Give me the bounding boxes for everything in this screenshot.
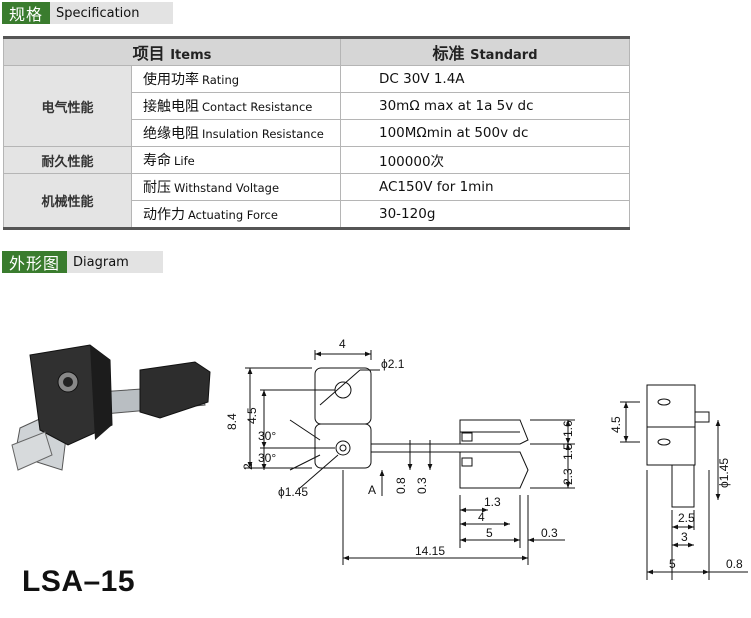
category-mechanical: 机械性能 <box>3 173 132 229</box>
diagram-header-en: Diagram <box>67 251 163 273</box>
dim-front-hole: ϕ2.1 <box>381 357 405 371</box>
value-contact-resistance: 30mΩ max at 1a 5v dc <box>340 92 630 120</box>
dim-end-3: 3 <box>681 530 688 544</box>
front-view-labels: 4 ϕ2.1 8.4 4.5 30° 30° 2 ϕ1.45 A 0.8 0.3 <box>225 337 429 499</box>
side-view-labels: 1.6 1.5 2.3 1.3 4 5 0.3 14.15 <box>415 420 575 558</box>
category-electrical: 电气性能 <box>3 65 132 147</box>
model-number: LSA–15 <box>22 565 136 598</box>
specification-header: 规格 Specification <box>2 2 174 24</box>
dim-front-a: A <box>368 483 376 497</box>
dim-side-16: 1.6 <box>561 420 575 437</box>
items-header-cn: 项目 <box>132 44 165 63</box>
dim-front-width: 4 <box>339 337 346 351</box>
diagram-header-cn: 外形图 <box>2 251 68 273</box>
items-column-header: 项目 Items <box>3 37 341 66</box>
dim-front-t2: 0.3 <box>415 477 429 494</box>
standard-column-header: 标准 Standard <box>340 37 630 66</box>
table-header-row: 项目 Items 标准 Standard <box>3 37 630 66</box>
dim-front-half: 4.5 <box>245 407 259 424</box>
dim-front-t1: 0.8 <box>394 477 408 494</box>
dim-side-23: 2.3 <box>561 468 575 485</box>
value-rating: DC 30V 1.4A <box>340 65 630 93</box>
standard-header-cn: 标准 <box>432 44 465 63</box>
category-durability: 耐久性能 <box>3 146 132 174</box>
dim-side-total: 14.15 <box>415 544 445 558</box>
items-header-en: Items <box>170 48 212 63</box>
diagram-header: 外形图 Diagram <box>2 251 163 273</box>
value-actuating-force: 30-120g <box>340 200 630 229</box>
dim-side-4: 4 <box>478 510 485 524</box>
side-view <box>342 419 575 565</box>
dim-end-25: 2.5 <box>678 511 695 525</box>
end-view <box>620 384 748 580</box>
product-photo <box>11 344 211 471</box>
dim-end-08: 0.8 <box>726 557 743 571</box>
dim-front-height: 8.4 <box>225 413 239 430</box>
front-view <box>245 350 433 496</box>
dim-front-low: 2 <box>241 463 255 470</box>
dim-end-5: 5 <box>669 557 676 571</box>
specification-header-en: Specification <box>50 2 174 24</box>
dim-front-angle2: 30° <box>258 451 276 465</box>
dim-side-13: 1.3 <box>484 495 501 509</box>
dim-front-pin: ϕ1.45 <box>278 485 308 499</box>
dim-side-03: 0.3 <box>541 526 558 540</box>
dim-end-pin: ϕ1.45 <box>717 458 731 488</box>
dim-front-angle1: 30° <box>258 429 276 443</box>
dim-side-5: 5 <box>486 526 493 540</box>
dim-end-height: 4.5 <box>609 416 623 433</box>
dim-side-15: 1.5 <box>561 443 575 460</box>
end-view-labels: 4.5 ϕ1.45 2.5 3 5 0.8 <box>609 416 743 571</box>
standard-header-en: Standard <box>470 48 538 63</box>
specification-header-cn: 规格 <box>2 2 51 24</box>
